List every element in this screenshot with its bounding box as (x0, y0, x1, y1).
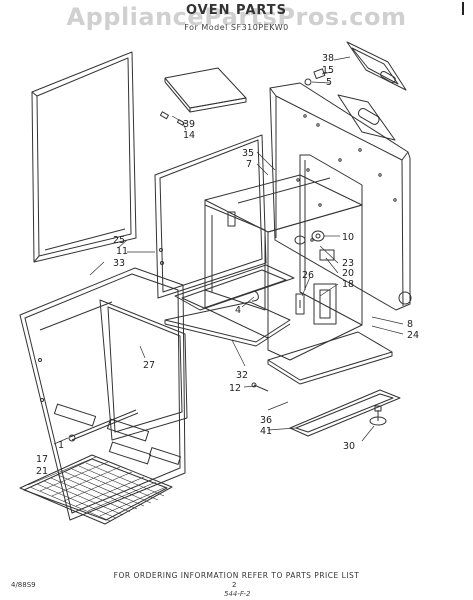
callout-23: 23 (342, 258, 354, 269)
element-receptacle-23 (294, 235, 306, 245)
page-title: OVEN PARTS (185, 3, 288, 18)
callout-14: 14 (183, 130, 195, 141)
rack-guide-4 (174, 264, 295, 311)
clip-5 (304, 78, 312, 86)
document-date-code: 4/88S9 (11, 581, 36, 589)
ordering-note: FOR ORDERING INFORMATION REFER TO PARTS … (113, 571, 360, 580)
callout-39: 39 (183, 119, 195, 130)
callout-24: 24 (407, 330, 419, 341)
callout-15: 15 (322, 65, 334, 76)
broil-strip-36 (289, 389, 401, 437)
callout-20: 20 (342, 268, 354, 279)
oven-side-panel (31, 51, 137, 263)
callout-7: 7 (246, 159, 252, 170)
callout-18: 18 (342, 279, 354, 290)
oven-rack (19, 454, 173, 525)
bracket-plate (337, 94, 396, 141)
callout-12: 12 (229, 383, 241, 394)
callout-33: 33 (113, 258, 125, 269)
callout-27: 27 (143, 360, 155, 371)
oven-liner (204, 174, 363, 361)
callout-21: 21 (36, 466, 48, 477)
element-receptacle-10 (311, 230, 325, 242)
callout-1: 1 (58, 440, 64, 451)
model-subtitle: For Model SF310PEKW0 (184, 23, 289, 32)
callout-26: 26 (302, 270, 314, 281)
mounting-bracket-38 (346, 41, 407, 91)
callout-38: 38 (322, 53, 334, 64)
callout-5: 5 (326, 77, 332, 88)
callout-41: 41 (260, 426, 272, 437)
callout-32: 32 (236, 370, 248, 381)
oven-front-frame (19, 267, 188, 521)
margin-tick-mark (462, 2, 464, 15)
callout-leaders (53, 56, 404, 445)
bracket-26 (295, 293, 305, 315)
oven-bottom-panel (267, 331, 393, 385)
rear-insulation-panel (154, 134, 267, 299)
page-code: 544-F-2 (224, 590, 251, 598)
leveling-foot-30 (369, 405, 387, 426)
callout-36: 36 (260, 415, 272, 426)
callout-8: 8 (407, 319, 413, 330)
screw-39 (159, 111, 169, 120)
callout-10: 10 (342, 232, 354, 243)
callout-17: 17 (36, 454, 48, 465)
callout-30: 30 (343, 441, 355, 452)
top-insulation-pad (164, 67, 247, 113)
sensor-bracket-20 (319, 249, 335, 261)
callout-4: 4 (235, 305, 241, 316)
rack-support-rod (68, 409, 139, 442)
bottom-insulation-32 (164, 301, 291, 347)
page-number: 2 (232, 581, 237, 589)
callout-25: 25 (113, 235, 125, 246)
callout-11: 11 (116, 246, 128, 257)
clip-15 (313, 68, 326, 80)
oven-back-panel (269, 82, 412, 311)
screw-12 (251, 382, 269, 392)
callout-35: 35 (242, 148, 254, 159)
callout-labels: 38 15 5 39 14 35 7 25 11 33 10 23 20 18 … (36, 53, 419, 477)
